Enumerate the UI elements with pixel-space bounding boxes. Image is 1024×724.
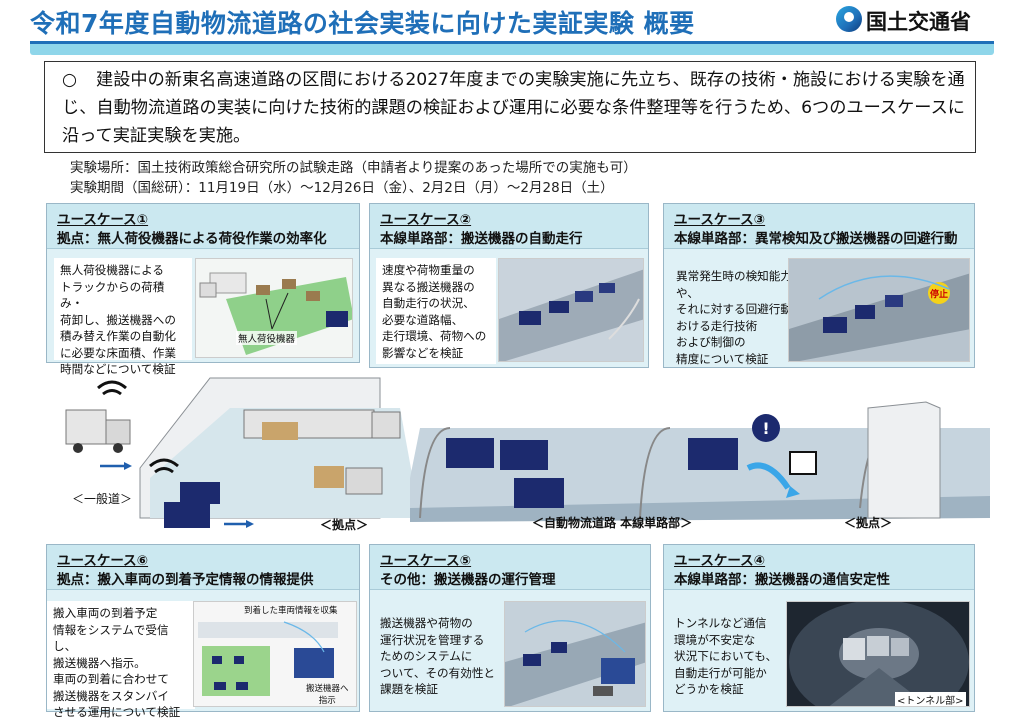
usecase-title: 本線単路部：搬送機器の自動走行 [380,231,583,247]
experiment-period: 実験期間（国総研）：11月19日（水）～12月26日（金）、2月2日（月）～2月… [70,180,614,196]
arrival-info-illustration [198,621,338,696]
usecase-desc: 搬送機器や荷物の 運行状況を管理する ためのシステムに ついて、その有効性と 課… [380,616,496,696]
svg-text:!: ! [762,419,769,438]
usecase-illustration [498,258,644,362]
usecase-illustration: <トンネル部> [786,601,970,707]
stop-sign-label: 停止 [930,290,949,300]
usecase-label: ユースケース⑤ [380,553,472,569]
hub-right-label: ＜拠点＞ [844,516,893,530]
hub-left-label: ＜拠点＞ [320,518,369,532]
usecase-head [47,204,359,249]
usecase-head [370,204,648,249]
usecase-illustration [504,601,646,707]
usecase-panel-6: ユースケース⑥ 拠点：搬入車両の到着予定情報の情報提供 搬入車両の到着予定 情報… [46,544,360,719]
tunnel-label: <トンネル部> [895,692,966,706]
usecase-illustration: 到着した車両情報を収集 搬送機器へ 指示 [193,601,357,707]
usecase-desc: 異常発生時の検知能力や、 それに対する回避行動に おける走行技術 および制御の … [676,269,804,366]
header-rule [30,41,994,44]
usecase-label: ユースケース④ [674,553,766,569]
usecase-head [47,545,359,590]
scene-illustration: ! [65,377,990,528]
usecase-head [370,545,650,590]
usecase-illustration: 無人荷役機器 [195,258,353,358]
usecase-title: 拠点：無人荷役機器による荷役作業の効率化 [57,231,327,247]
general-road-label: ＜一般道＞ [72,492,133,506]
usecase-label: ユースケース⑥ [57,553,149,569]
usecase-illustration: 停止 [788,258,970,362]
usecase-desc: 無人荷役機器による トラックからの荷積み・ 荷卸し、搬送機器への 積み替え作業の… [54,258,192,376]
obstacle-avoid-illustration [789,259,969,361]
usecase-panel-4: ユースケース④ 本線単路部：搬送機器の通信安定性 トンネルなど通信 環境が不安定… [663,544,975,712]
usecase-head [664,204,974,249]
header-band [30,41,994,55]
usecase-label: ユースケース③ [674,212,766,228]
experiment-location: 実験場所：国土技術政策総合研究所の試験走路（申請者より提案のあった場所での実施も… [70,160,637,176]
page-title: 令和7年度自動物流道路の社会実装に向けた実証実験 概要 [30,9,695,38]
usecase-panel-3: ユースケース③ 本線単路部：異常検知及び搬送機器の回避行動 異常発生時の検知能力… [663,203,975,368]
usecase-title: その他：搬送機器の運行管理 [380,572,556,588]
summary-text: ○建設中の新東名高速道路の区間における2027年度までの実験実施に先立ち、既存の… [62,66,967,150]
logo-inner [844,12,854,22]
road-carriers-illustration [499,259,643,361]
usecase-panel-1: ユースケース① 拠点：無人荷役機器による荷役作業の効率化 無人荷役機器による ト… [46,203,360,376]
usecase-desc: 搬入車両の到着予定 情報をシステムで受信し、 搬送機器へ指示。 車両の到着に合わ… [47,601,195,719]
usecase-title: 拠点：搬入車両の到着予定情報の情報提供 [57,572,314,588]
usecase-title: 本線単路部：搬送機器の通信安定性 [674,572,890,588]
usecase-desc: トンネルなど通信 環境が不安定な 状況下においても、 自動走行が可能か どうかを… [674,616,778,696]
unmanned-handling-label: 無人荷役機器 [236,331,298,345]
instruct-carrier-label: 搬送機器へ 指示 [306,684,349,706]
usecase-desc: 速度や荷物重量の 異なる搬送機器の 自動走行の状況、 必要な道路幅、 走行環境、… [376,258,496,364]
usecase-panel-5: ユースケース⑤ その他：搬送機器の運行管理 搬送機器や荷物の 運行状況を管理する… [369,544,651,712]
summary-body: 建設中の新東名高速道路の区間における2027年度までの実験実施に先立ち、既存の技… [62,70,965,146]
usecase-title: 本線単路部：異常検知及び搬送機器の回避行動 [674,231,958,247]
usecase-label: ユースケース① [57,212,149,228]
summary-box [44,61,976,153]
collect-info-label: 到着した車両情報を収集 [244,606,338,616]
summary-bullet: ○ [62,70,77,90]
logistics-scene: ! ＜一般道＞ ＜拠点＞ ＜自動物流道路 本線単路部＞ ＜拠点＞ [0,368,1024,544]
operation-management-illustration [505,602,645,706]
usecase-head [664,545,974,590]
org-name: 国土交通省 [866,10,971,34]
usecase-label: ユースケース② [380,212,472,228]
main-road-label: ＜自動物流道路 本線単路部＞ [532,516,693,530]
usecase-panel-2: ユースケース② 本線単路部：搬送機器の自動走行 速度や荷物重量の 異なる搬送機器… [369,203,649,368]
